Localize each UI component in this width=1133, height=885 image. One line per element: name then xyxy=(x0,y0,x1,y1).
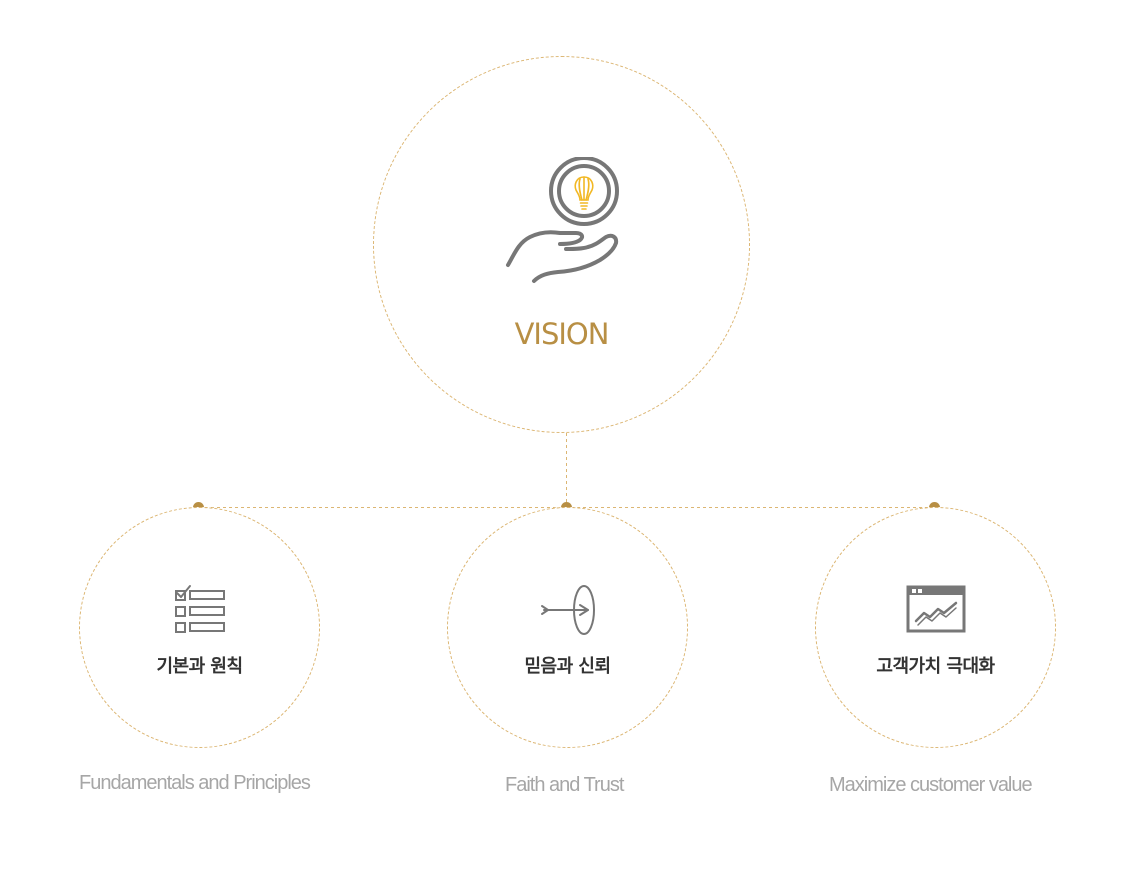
vision-circle: VISION xyxy=(373,56,750,433)
value-label-en: Faith and Trust xyxy=(505,774,624,796)
value-title: 고객가치 극대화 xyxy=(876,656,995,677)
value-label-en: Maximize customer value xyxy=(829,774,1033,796)
value-circle-faith: 믿음과 신뢰 xyxy=(447,507,688,748)
checklist-icon xyxy=(175,585,225,633)
value-title: 기본과 원칙 xyxy=(156,656,243,677)
value-label-en: Fundamentals and Principles xyxy=(79,772,311,794)
value-title: 믿음과 신뢰 xyxy=(524,656,611,677)
arrow-target-icon xyxy=(541,585,595,635)
value-circle-customer: 고객가치 극대화 xyxy=(815,507,1056,748)
vision-title: VISION xyxy=(514,317,610,351)
value-circle-fundamentals: 기본과 원칙 xyxy=(79,507,320,748)
growth-chart-window-icon xyxy=(906,585,966,633)
hand-holding-lightbulb-icon xyxy=(506,157,619,283)
